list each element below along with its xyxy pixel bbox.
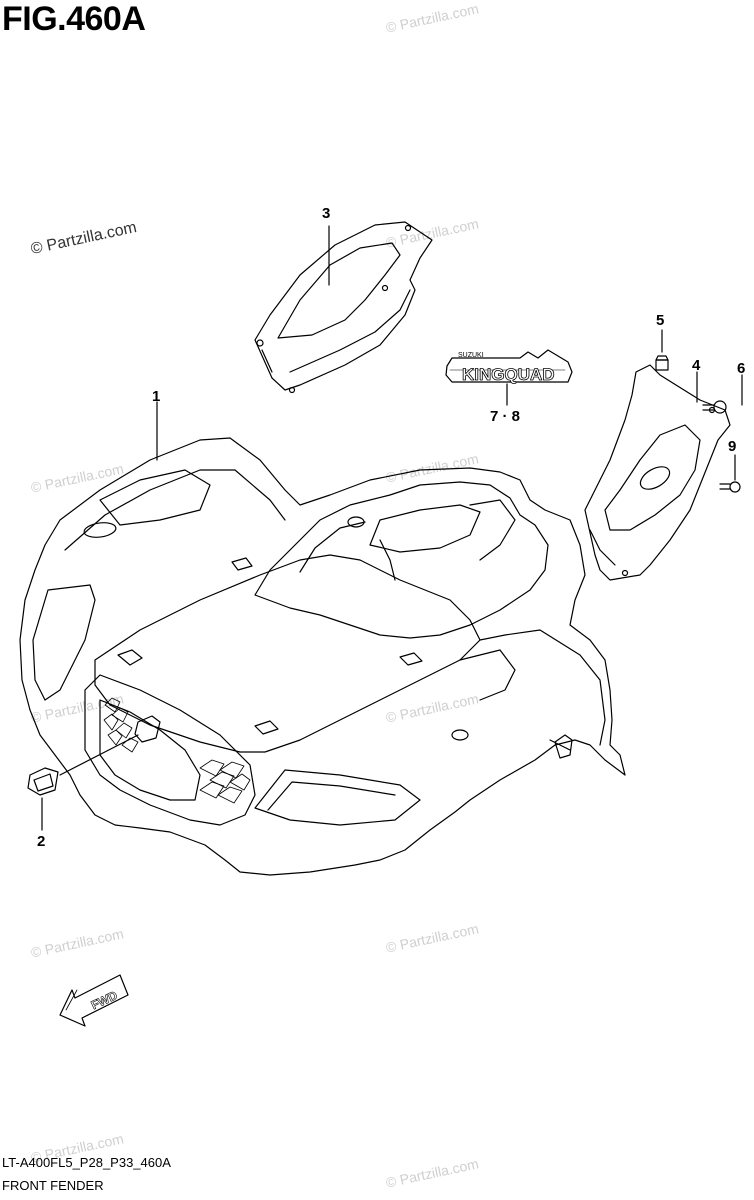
callout-4: 4	[692, 357, 701, 374]
part-3-cover	[254, 221, 433, 394]
emblem-brand: SUZUKI	[458, 352, 484, 359]
callout-7-8: 7 · 8	[490, 408, 521, 425]
callout-9: 9	[728, 438, 737, 455]
leader-line-2	[59, 734, 139, 776]
bolt-6	[702, 400, 727, 414]
callout-5: 5	[656, 312, 665, 329]
part-1-front-fender	[19, 437, 626, 876]
model-code: LT-A400FL5_P28_P33_460A	[2, 1155, 171, 1170]
callout-6: 6	[737, 360, 746, 377]
part-2-clip	[27, 715, 161, 796]
bolt-9	[719, 481, 741, 493]
callout-1: 1	[152, 388, 161, 405]
callout-2: 2	[37, 833, 46, 850]
figure-caption: FRONT FENDER	[2, 1178, 104, 1193]
emblem-name: KINGQUAD	[462, 365, 555, 384]
figure-title: FIG.460A	[2, 0, 146, 38]
emblem-kingquad	[445, 349, 573, 383]
screw-5	[655, 355, 669, 371]
fwd-arrow-icon	[59, 974, 129, 1027]
part-4-side-cover	[584, 364, 731, 581]
callout-3: 3	[322, 205, 331, 222]
